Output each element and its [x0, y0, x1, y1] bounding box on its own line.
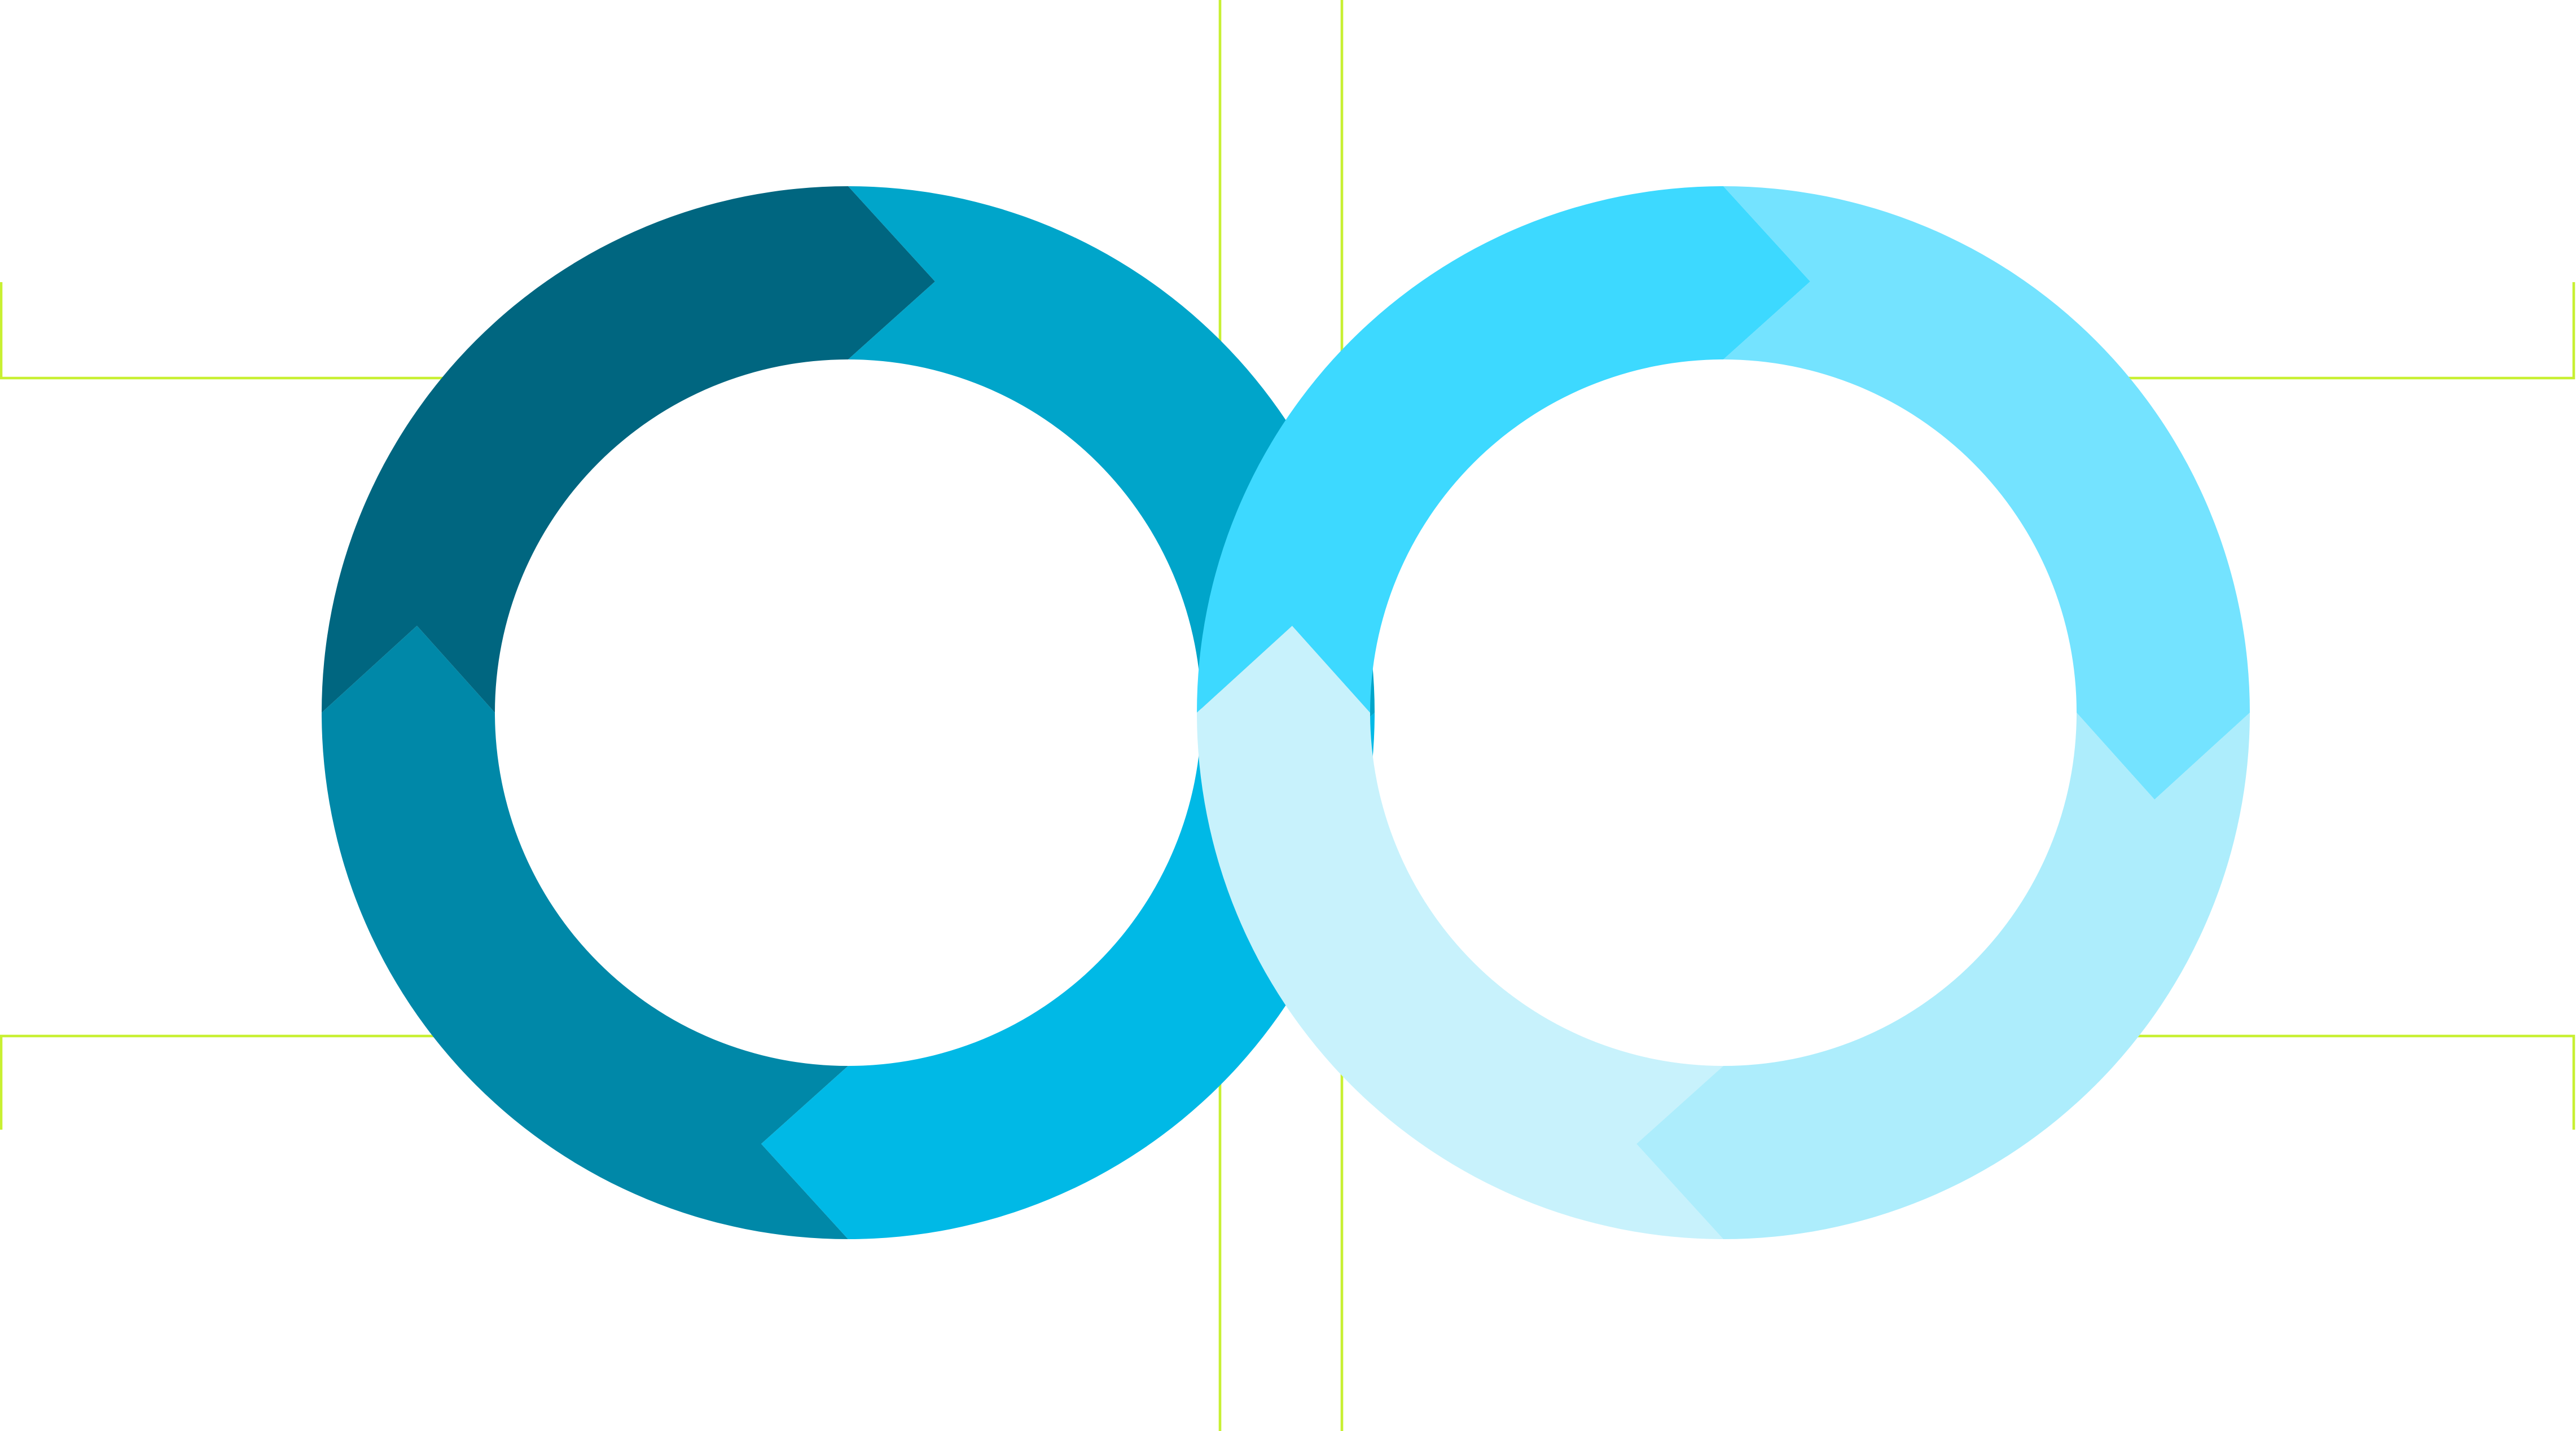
right-ring-segment-bottom-right [1636, 713, 2250, 1239]
right-ring-segment-bottom-left [1197, 626, 1723, 1239]
guide-bottom-right-bracket [2082, 1034, 2575, 1130]
guide-bottom-left-bracket [0, 1034, 495, 1130]
left-ring-segment-bottom-left [322, 626, 848, 1239]
guide-top-left-bracket [0, 282, 495, 380]
guide-top-right-bracket [2082, 282, 2575, 380]
right-ring-segment-top-right [1723, 186, 2250, 800]
right-ring-segment-top-left [1197, 186, 1810, 713]
right-ring [1197, 186, 2250, 1239]
left-ring-segment-top-left [322, 186, 935, 713]
